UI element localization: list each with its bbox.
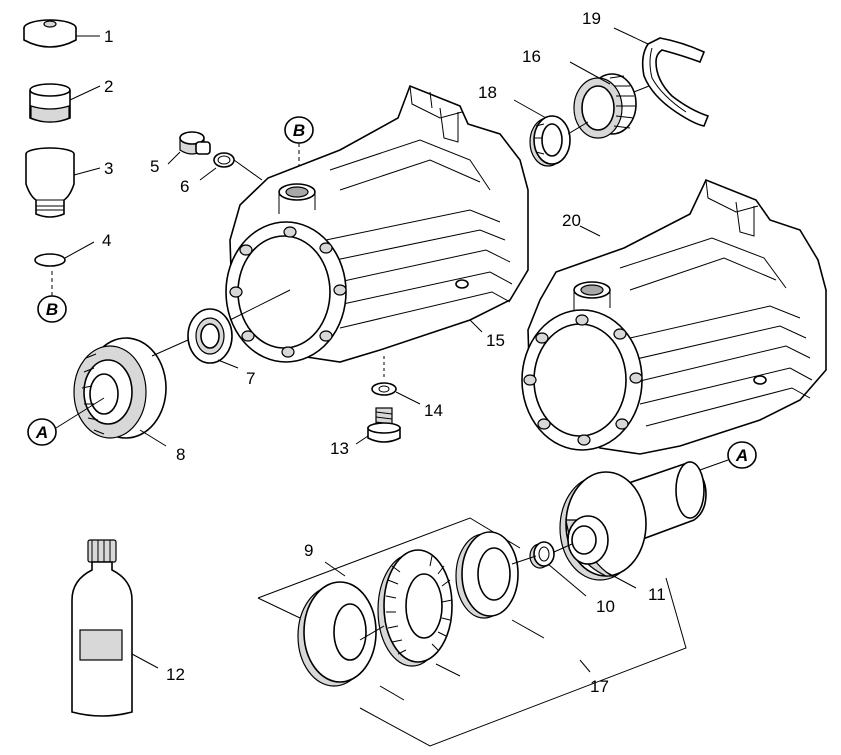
label-11: 11 [648, 585, 666, 604]
label-20: 20 [562, 211, 581, 230]
label-3: 3 [104, 159, 113, 178]
label-15: 15 [486, 331, 505, 350]
marker-a-right: A [699, 441, 757, 471]
label-16: 16 [522, 47, 541, 66]
part-8-tapered-roller-bearing[interactable] [73, 337, 189, 447]
label-19: 19 [582, 9, 601, 28]
part-17-axial-bearing-set[interactable] [297, 531, 687, 747]
label-8: 8 [176, 445, 185, 464]
label-2: 2 [104, 77, 113, 96]
part-16-bearing-sleeve[interactable] [569, 61, 655, 139]
label-1: 1 [104, 27, 113, 46]
label-7: 7 [246, 369, 255, 388]
marker-b-label: B [46, 300, 58, 319]
part-10-bushing[interactable] [529, 541, 587, 597]
part-15-gear-housing[interactable] [225, 84, 529, 363]
part-11-swash-plate[interactable] [559, 461, 707, 589]
part-2-filter-insert[interactable] [29, 83, 101, 123]
part-12-oil-bottle[interactable] [71, 539, 159, 717]
part-18-needle-bearing[interactable] [513, 99, 589, 167]
part-7-shaft-seal[interactable] [187, 308, 239, 369]
label-10: 10 [596, 597, 615, 616]
part-3-oil-reservoir[interactable] [25, 147, 101, 218]
marker-a-label: A [35, 423, 48, 442]
part-14-gasket[interactable] [371, 356, 421, 405]
label-6: 6 [180, 177, 189, 196]
label-5: 5 [150, 157, 159, 176]
part-4-o-ring[interactable] [34, 241, 95, 267]
part-1-cap[interactable] [23, 19, 100, 48]
part-number-labels: 1 2 3 4 5 6 7 8 9 10 11 12 13 14 15 16 1… [102, 9, 666, 696]
part-20-housing-complete[interactable] [521, 178, 827, 455]
part-13-drain-screw[interactable] [355, 407, 401, 445]
part-6-seal-ring[interactable] [199, 152, 263, 181]
label-17: 17 [590, 677, 609, 696]
part-5-plug-screw[interactable] [167, 131, 211, 165]
marker-a-left: A [27, 397, 105, 446]
label-4: 4 [102, 231, 111, 250]
part-19-v-belt[interactable] [613, 27, 710, 127]
label-13: 13 [330, 439, 349, 458]
label-9: 9 [304, 541, 313, 560]
label-18: 18 [478, 83, 497, 102]
marker-b-label: B [293, 121, 305, 140]
marker-a-label: A [735, 446, 748, 465]
label-14: 14 [424, 401, 443, 420]
label-12: 12 [166, 665, 185, 684]
marker-b-left: B [37, 268, 67, 323]
